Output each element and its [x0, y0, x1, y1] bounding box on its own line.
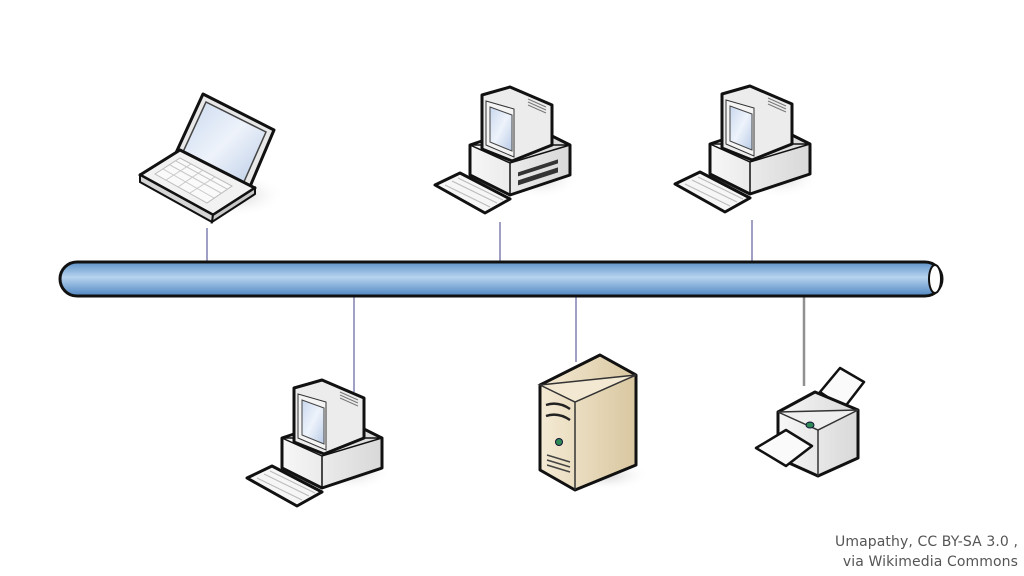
attribution-line-1: Umapathy, CC BY-SA 3.0 ,: [835, 534, 1018, 550]
backbone-bus: [58, 260, 944, 298]
printer-button: [805, 421, 815, 429]
attribution-line-2: via Wikimedia Commons: [842, 554, 1018, 570]
server-icon: [537, 353, 650, 492]
workstation-bottom-left-icon: [245, 378, 392, 508]
workstation-top-right-icon: [673, 84, 820, 214]
workstation-top-center-icon: [433, 85, 580, 215]
attribution: Umapathy, CC BY-SA 3.0 , via Wikimedia C…: [835, 532, 1018, 572]
power-led: [555, 438, 563, 446]
connectors: [206, 220, 806, 392]
bus-end-cap: [928, 264, 942, 294]
laptop-icon: [138, 92, 285, 225]
printer-icon: [754, 366, 866, 478]
